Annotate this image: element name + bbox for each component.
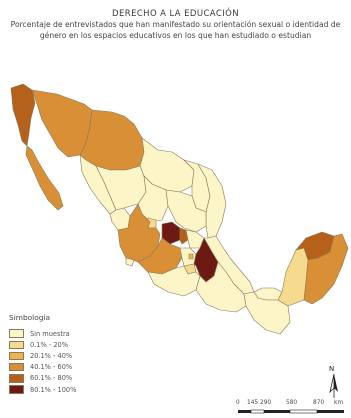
scale-tick: 580: [286, 400, 298, 406]
state-sonora[interactable]: [31, 89, 93, 158]
legend-item: 80.1% - 100%: [9, 384, 139, 395]
legend-title: Simbología: [9, 313, 51, 322]
state-estado-de-mexico[interactable]: [179, 247, 197, 267]
legend-item: 20.1% - 40%: [9, 350, 139, 361]
state-baja-california-sur[interactable]: [25, 145, 64, 211]
legend-item: Sin muestra: [9, 328, 139, 339]
scale-tick: 870: [313, 400, 325, 406]
legend-swatch: [9, 362, 24, 372]
scale-tick: 0: [236, 400, 240, 406]
legend-label: Sin muestra: [30, 329, 70, 338]
map-subtitle-line2: género en los espacios educativos en los…: [39, 30, 312, 40]
legend-item: 40.1% - 60%: [9, 362, 139, 373]
legend-swatch: [9, 374, 24, 383]
map-title: DERECHO A LA EDUCACIÓN: [112, 9, 239, 19]
state-oaxaca[interactable]: [195, 261, 247, 313]
scale-tick: 145: [247, 400, 259, 406]
legend-swatch: [9, 340, 24, 349]
legend-swatch: [9, 351, 24, 361]
legend-label: 60.1% - 80%: [30, 374, 73, 383]
legend-swatch: [9, 329, 24, 338]
scale-bar: [238, 409, 344, 414]
scale-tick: 290: [260, 400, 272, 406]
legend-label: 40.1% - 60%: [30, 363, 73, 372]
map-header: DERECHO A LA EDUCACIÓN Porcentaje de ent…: [0, 9, 351, 41]
state-ciudad-de-mexico[interactable]: [188, 253, 194, 260]
legend-label: 0.1% - 20%: [30, 340, 68, 349]
north-label: N: [329, 365, 335, 373]
state-san-luis-potosi[interactable]: [165, 189, 207, 233]
state-chiapas[interactable]: [243, 291, 291, 335]
legend: Simbología Sin muestra 0.1% - 20% 20.1% …: [9, 313, 139, 395]
state-quintana-roo[interactable]: [303, 233, 349, 305]
scale-unit: km: [334, 400, 344, 406]
state-campeche[interactable]: [277, 247, 309, 307]
legend-label: 20.1% - 40%: [30, 351, 73, 360]
map-subtitle-line1: Porcentaje de entrevistados que han mani…: [10, 20, 341, 29]
north-arrow-icon: [329, 373, 338, 398]
legend-item: 0.1% - 20%: [9, 339, 139, 350]
legend-label: 80.1% - 100%: [30, 385, 77, 394]
state-queretaro[interactable]: [179, 227, 189, 245]
state-baja-california[interactable]: [10, 83, 36, 147]
legend-item: 60.1% - 80%: [9, 373, 139, 384]
state-colima[interactable]: [125, 257, 135, 267]
legend-swatch: [9, 385, 24, 394]
state-guerrero[interactable]: [147, 265, 201, 297]
